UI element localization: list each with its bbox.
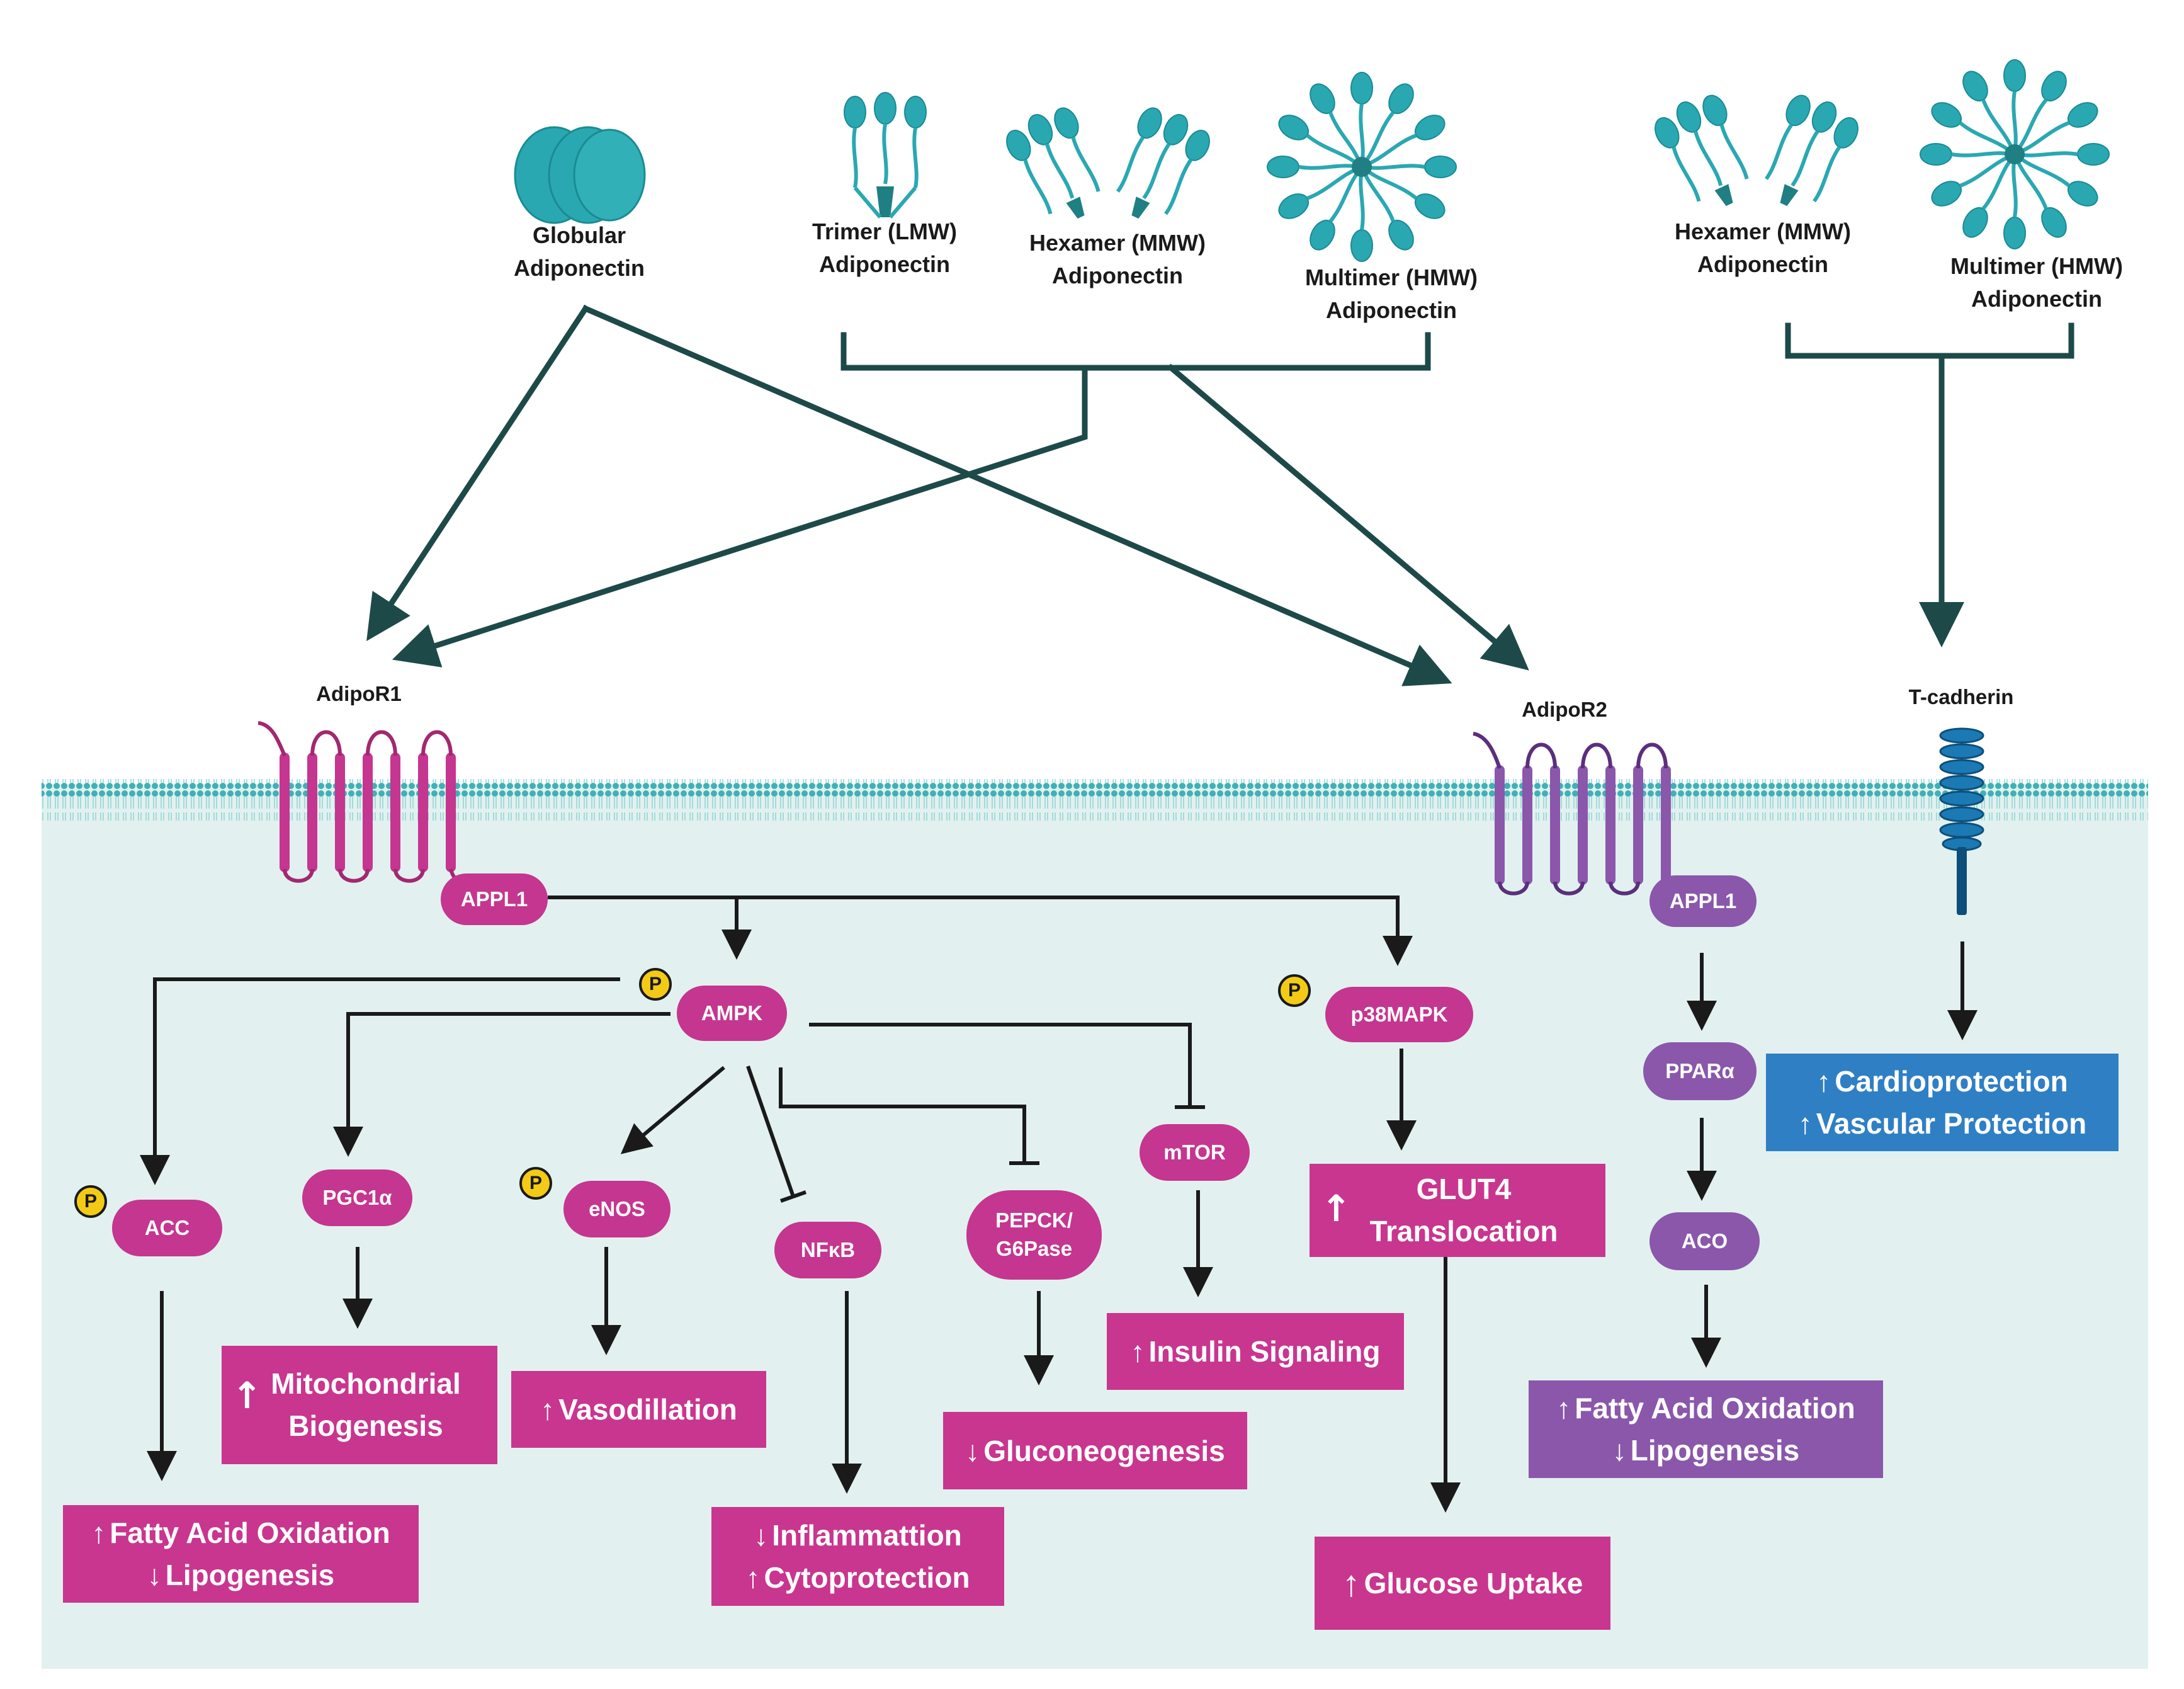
label-adipor2: AdipoR2 [1522,698,1607,721]
outcome-cardioprotection: ↑Cardioprotection ↑Vascular Protection [1766,1054,2119,1151]
up-arrow-icon: ↑ [1130,1335,1145,1368]
bracket-right [1785,322,2074,359]
globular-adiponectin-icon [514,126,646,224]
node-mtor: mTOR [1140,1124,1250,1181]
phospho-badge-acc: P [74,1185,107,1218]
up-arrow-icon: ↑ [1321,1187,1352,1230]
t-cadherin-receptor [1939,727,1984,915]
down-arrow-icon: ↓ [754,1518,769,1552]
up-arrow-icon: ↑ [745,1561,761,1594]
cell-membrane [42,779,2148,821]
bracket-middle [840,332,1431,371]
up-arrow-icon: ↑ [1342,1562,1361,1604]
node-pgc1a: PGC1α [302,1169,412,1226]
label-hexamer-adiponectin: Hexamer (MMW) Adiponectin [1029,230,1206,289]
label-multimer-adiponectin-2: Multimer (HMW) Adiponectin [1950,253,2123,312]
down-arrow-icon: ↓ [1612,1433,1627,1467]
ligand-arrows [366,304,2074,686]
label-hexamer-adiponectin-2: Hexamer (MMW) Adiponectin [1674,219,1852,278]
adipor2-receptor [1473,732,1694,902]
outcome-gluconeogenesis: ↓Gluconeogenesis [943,1412,1247,1489]
node-ppara: PPARα [1643,1042,1757,1100]
multimer-adiponectin-icon [1267,72,1456,261]
node-enos: eNOS [563,1181,670,1237]
hexamer-adiponectin-icon-2 [1648,87,1864,220]
up-arrow-icon: ↑ [232,1374,263,1417]
up-arrow-icon: ↑ [540,1393,555,1426]
label-trimer-adiponectin: Trimer (LMW) Adiponectin [812,219,957,278]
phospho-badge-ampk: P [639,968,672,1001]
node-appl1-right: APPL1 [1649,875,1757,927]
outcome-vasodillation: ↑Vasodillation [511,1371,766,1448]
outcome-insulin-signaling: ↑Insulin Signaling [1107,1313,1404,1390]
outcome-glut4-translocation: ↑ GLUT4 Translocation [1310,1164,1605,1257]
label-t-cadherin: T-cadherin [1908,685,2014,708]
label-multimer-adiponectin: Multimer (HMW) Adiponectin [1305,264,1478,324]
node-nfkb: NFκB [774,1222,881,1278]
adipor1-receptor [257,721,482,890]
up-arrow-icon: ↑ [1556,1391,1571,1425]
label-adipor1: AdipoR1 [316,682,402,705]
node-pepck-g6pase: PEPCK/ G6Pase [966,1190,1102,1280]
node-aco: ACO [1649,1212,1760,1270]
down-arrow-icon: ↓ [147,1558,162,1591]
outcome-fatty-acid-oxidation-right: ↑Fatty Acid Oxidation ↓Lipogenesis [1529,1380,1883,1478]
node-ampk: AMPK [677,986,787,1041]
outcome-mitochondrial-biogenesis: ↑ Mitochondrial Biogenesis [222,1346,497,1464]
hexamer-adiponectin-icon [1000,100,1216,232]
outcome-glucose-uptake: ↑Glucose Uptake [1315,1537,1610,1630]
label-globular-adiponectin: Globular Adiponectin [514,222,645,282]
outcome-fatty-acid-oxidation-left: ↑Fatty Acid Oxidation ↓Lipogenesis [63,1505,419,1603]
phospho-badge-p38mapk: P [1278,974,1311,1007]
up-arrow-icon: ↑ [1797,1106,1813,1140]
up-arrow-icon: ↑ [91,1516,106,1549]
node-p38mapk: p38MAPK [1325,987,1473,1042]
signal-arrows [140,896,1977,1513]
node-appl1-left: APPL1 [441,873,548,925]
phospho-badge-enos: P [519,1167,552,1200]
trimer-adiponectin-icon [844,93,926,219]
up-arrow-icon: ↑ [1816,1064,1831,1098]
node-acc: ACC [112,1200,222,1256]
multimer-adiponectin-icon-2 [1920,60,2109,249]
outcome-inflammation-cytoprotection: ↓Inflammattion ↑Cytoprotection [711,1507,1004,1606]
down-arrow-icon: ↓ [965,1434,980,1467]
